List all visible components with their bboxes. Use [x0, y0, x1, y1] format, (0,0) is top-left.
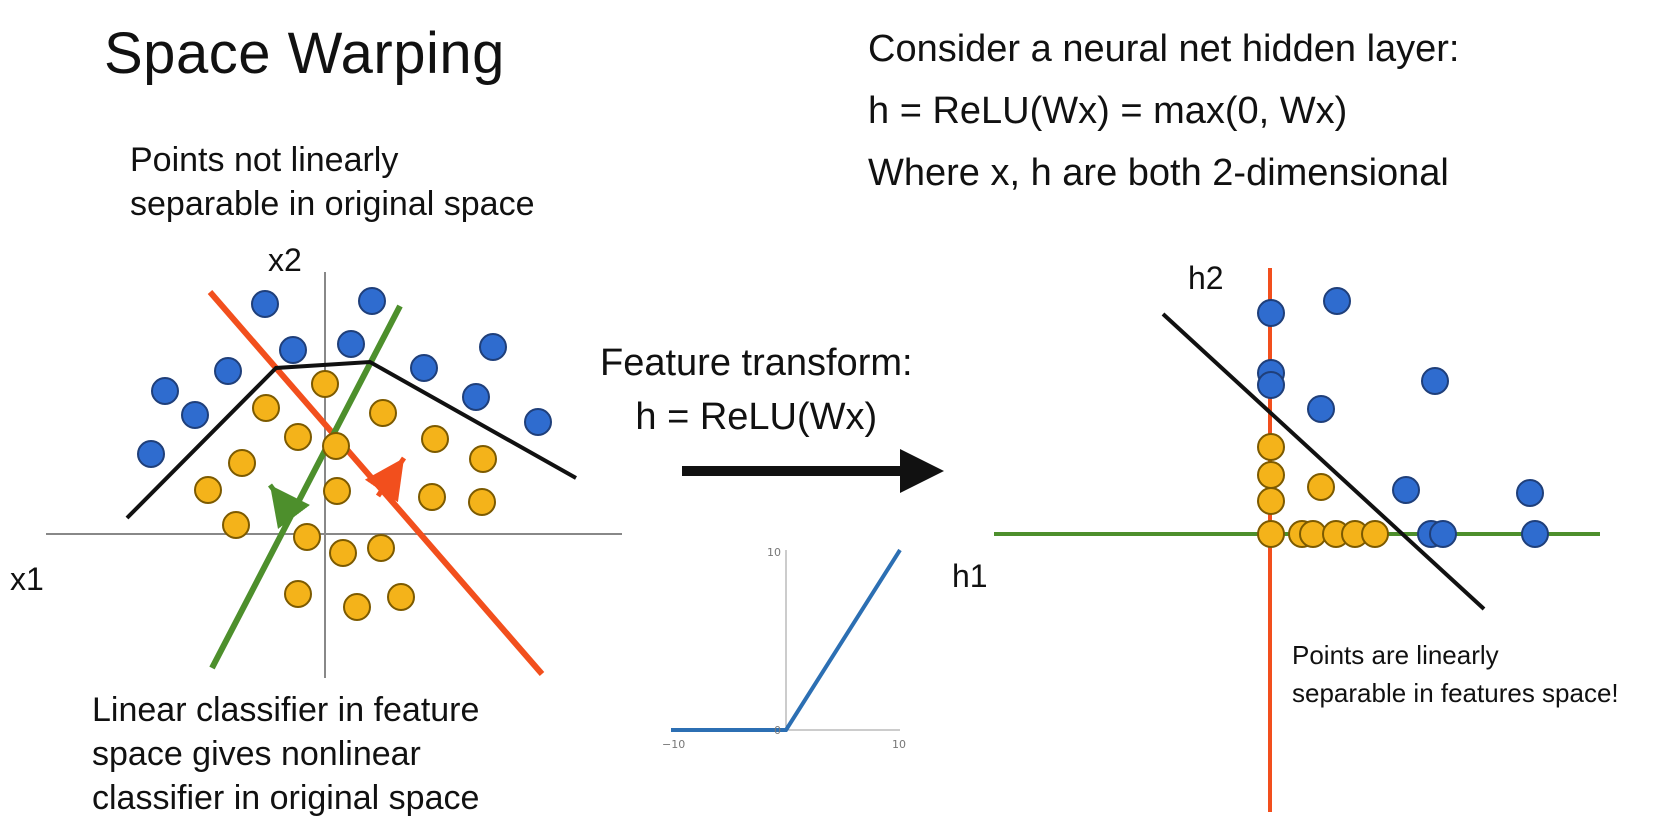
right-blue-point [1521, 520, 1549, 548]
left-blue-point [137, 440, 165, 468]
left-orange-point [322, 432, 350, 460]
right-blue-point [1516, 479, 1544, 507]
left-blue-point [279, 336, 307, 364]
header-line-2: h = ReLU(Wx) = max(0, Wx) [868, 90, 1348, 132]
slide-title: Space Warping [104, 21, 505, 86]
left-blue-point [358, 287, 386, 315]
right-blue-point [1257, 299, 1285, 327]
left-blue-point [410, 354, 438, 382]
left-bottom-note-line-3: classifier in original space [92, 779, 480, 817]
left-top-note: Points not linearly separable in origina… [130, 138, 534, 226]
left-orange-point [228, 449, 256, 477]
header-text-block: Consider a neural net hidden layer: h = … [868, 18, 1460, 204]
x1-axis-label: x1 [10, 561, 44, 597]
left-orange-point [421, 425, 449, 453]
x2-axis-label: x2 [268, 242, 302, 278]
left-blue-point [214, 357, 242, 385]
left-bottom-note-line-2: space gives nonlinear [92, 735, 421, 773]
right-orange-point [1257, 433, 1285, 461]
right-orange-point [1257, 487, 1285, 515]
left-blue-point [524, 408, 552, 436]
right-orange-point [1361, 520, 1389, 548]
header-line-3: Where x, h are both 2-dimensional [868, 152, 1449, 194]
left-top-note-line-2: separable in original space [130, 185, 535, 223]
right-orange-points [1257, 433, 1389, 548]
right-blue-point [1392, 476, 1420, 504]
relu-tick-right: 10 [892, 738, 906, 751]
relu-tick-left: −10 [662, 738, 685, 751]
left-blue-point [462, 383, 490, 411]
left-orange-point [418, 483, 446, 511]
left-orange-point [387, 583, 415, 611]
right-orange-point [1307, 473, 1335, 501]
left-orange-point [343, 593, 371, 621]
left-orange-point [367, 534, 395, 562]
left-orange-point [329, 539, 357, 567]
h2-axis-label: h2 [1188, 260, 1224, 296]
left-orange-point [252, 394, 280, 422]
left-orange-point [323, 477, 351, 505]
left-green-direction-arrow [268, 483, 310, 529]
feature-transform-label: Feature transform: h = ReLU(Wx) [600, 336, 913, 444]
left-orange-point [222, 511, 250, 539]
relu-tick-origin: 0 [774, 724, 781, 737]
left-orange-point [194, 476, 222, 504]
left-blue-point [181, 401, 209, 429]
feature-transform-line-1: Feature transform: [600, 342, 913, 384]
left-blue-point [151, 377, 179, 405]
right-note-line-1: Points are linearly [1292, 640, 1499, 670]
left-bottom-note-line-1: Linear classifier in feature [92, 691, 480, 729]
left-bottom-note: Linear classifier in feature space gives… [92, 688, 479, 820]
left-red-direction-arrow [364, 456, 407, 503]
left-blue-points [137, 287, 552, 468]
left-orange-points [194, 370, 497, 621]
right-orange-point [1257, 520, 1285, 548]
right-orange-point [1257, 461, 1285, 489]
left-blue-point [337, 330, 365, 358]
right-black-separator [1161, 312, 1486, 611]
left-orange-point [468, 488, 496, 516]
left-orange-point [369, 399, 397, 427]
right-blue-point [1429, 520, 1457, 548]
relu-tick-top: 10 [767, 546, 781, 559]
h1-axis-label: h1 [952, 558, 988, 594]
right-note: Points are linearly separable in feature… [1292, 636, 1619, 712]
left-blue-point [479, 333, 507, 361]
right-blue-point [1307, 395, 1335, 423]
left-blue-point [251, 290, 279, 318]
right-blue-point [1257, 371, 1285, 399]
right-blue-point [1421, 367, 1449, 395]
left-orange-point [284, 423, 312, 451]
left-orange-point [469, 445, 497, 473]
right-arrow-head-icon [900, 449, 944, 493]
feature-transform-line-2: h = ReLU(Wx) [635, 396, 878, 438]
left-green-separator [209, 304, 403, 670]
left-top-note-line-1: Points not linearly [130, 141, 399, 179]
right-diagram [994, 268, 1600, 812]
left-diagram [46, 272, 622, 678]
left-orange-point [311, 370, 339, 398]
left-orange-point [284, 580, 312, 608]
right-blue-point [1323, 287, 1351, 315]
header-line-1: Consider a neural net hidden layer: [868, 28, 1460, 70]
left-orange-point [293, 523, 321, 551]
relu-mini-plot: 10 0 −10 10 [662, 546, 906, 751]
right-note-line-2: separable in features space! [1292, 678, 1619, 708]
relu-curve [671, 548, 902, 732]
left-black-boundary [125, 359, 577, 520]
right-blue-points [1257, 287, 1549, 548]
transform-arrow [682, 449, 944, 493]
